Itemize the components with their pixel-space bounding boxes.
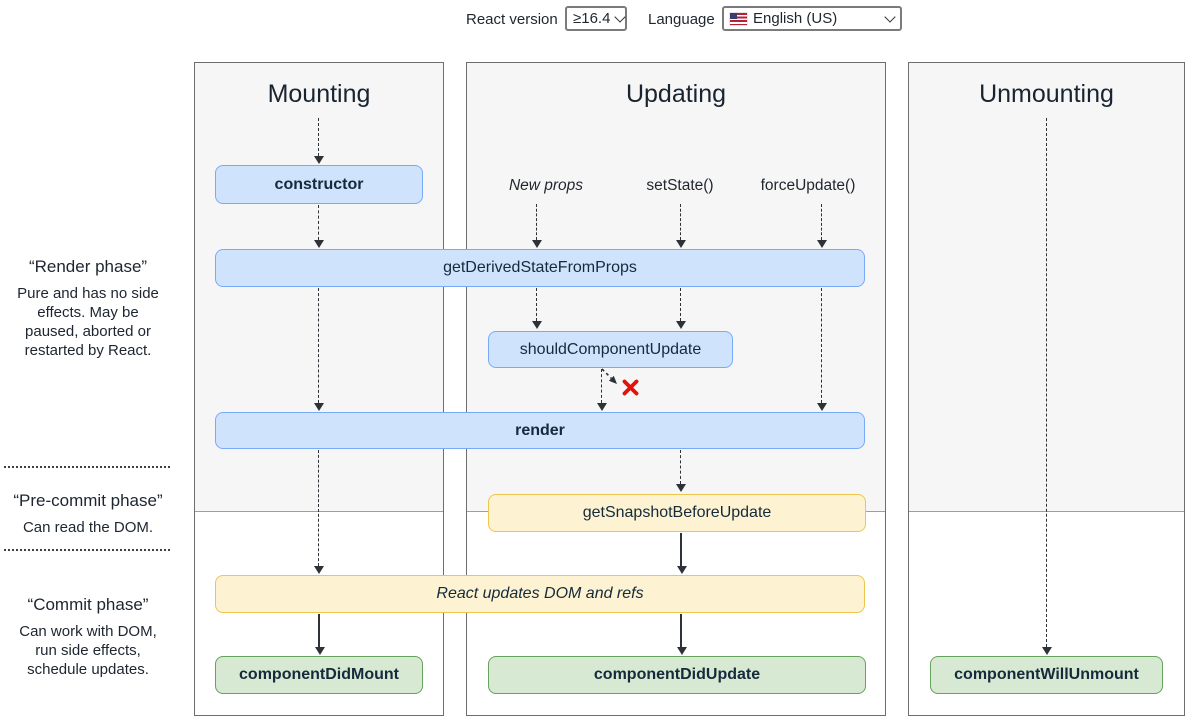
panel-updating: Updating — [466, 62, 886, 716]
column-title-mounting: Mounting — [267, 80, 371, 108]
flow-arrow — [817, 204, 828, 248]
flow-arrow — [315, 614, 326, 655]
abort-branch-arrow — [601, 368, 617, 384]
chevron-down-icon — [614, 11, 627, 23]
phase-render: “Render phase” Pure and has no side effe… — [2, 257, 174, 360]
phase-commit-description: Can work with DOM, run side effects, sch… — [19, 623, 157, 678]
lifecycle-box-get-derived-state-from-props[interactable]: getDerivedStateFromProps — [215, 249, 865, 287]
lifecycle-box-component-will-unmount[interactable]: componentWillUnmount — [930, 656, 1163, 694]
flow-arrow — [676, 204, 687, 248]
column-title-updating: Updating — [625, 80, 727, 108]
language-value: English (US) — [753, 10, 838, 27]
lifecycle-box-should-component-update[interactable]: shouldComponentUpdate — [488, 331, 733, 368]
flow-arrow — [676, 288, 687, 329]
react-version-value: ≥16.4 — [573, 10, 611, 27]
phase-pre-commit: “Pre-commit phase” Can read the DOM. — [2, 491, 174, 537]
language-label: Language — [648, 11, 715, 28]
phase-commit-title: “Commit phase” — [27, 595, 149, 614]
phase-render-title: “Render phase” — [28, 257, 148, 276]
flow-arrow — [314, 118, 325, 164]
flow-arrow — [817, 288, 828, 411]
lifecycle-box-constructor[interactable]: constructor — [215, 165, 423, 204]
phase-separator — [4, 466, 170, 468]
flow-arrow — [677, 614, 688, 655]
flow-arrow — [532, 288, 543, 329]
language-select[interactable]: English (US) — [722, 6, 902, 31]
lifecycle-box-get-snapshot-before-update[interactable]: getSnapshotBeforeUpdate — [488, 494, 866, 532]
phase-pre-commit-title: “Pre-commit phase” — [13, 491, 163, 510]
lifecycle-box-component-did-mount[interactable]: componentDidMount — [215, 656, 423, 694]
flow-arrow — [677, 533, 688, 574]
flow-arrow — [1042, 118, 1053, 655]
us-flag-icon — [730, 12, 747, 25]
phase-pre-commit-description: Can read the DOM. — [22, 519, 154, 536]
flow-arrow — [314, 450, 325, 574]
lifecycle-box-component-did-update[interactable]: componentDidUpdate — [488, 656, 866, 694]
flow-arrow — [314, 205, 325, 248]
trigger-set-state[interactable]: setState() — [646, 177, 714, 194]
abort-x-icon — [622, 379, 639, 396]
react-updates-dom-box: React updates DOM and refs — [215, 575, 865, 613]
phase-separator — [4, 549, 170, 551]
lifecycle-box-render[interactable]: render — [215, 412, 865, 449]
react-version-select[interactable]: ≥16.4 — [565, 6, 627, 31]
trigger-force-update[interactable]: forceUpdate() — [760, 177, 856, 194]
phase-commit: “Commit phase” Can work with DOM, run si… — [2, 595, 174, 679]
flow-arrow — [676, 450, 687, 492]
react-version-label: React version — [466, 11, 558, 28]
flow-arrow — [597, 369, 608, 411]
phase-render-description: Pure and has no side effects. May be pau… — [17, 285, 159, 359]
chevron-down-icon — [884, 11, 896, 23]
trigger-new-props: New props — [508, 177, 584, 194]
flow-arrow — [532, 204, 543, 248]
flow-arrow — [314, 288, 325, 411]
column-title-unmounting: Unmounting — [979, 80, 1114, 108]
